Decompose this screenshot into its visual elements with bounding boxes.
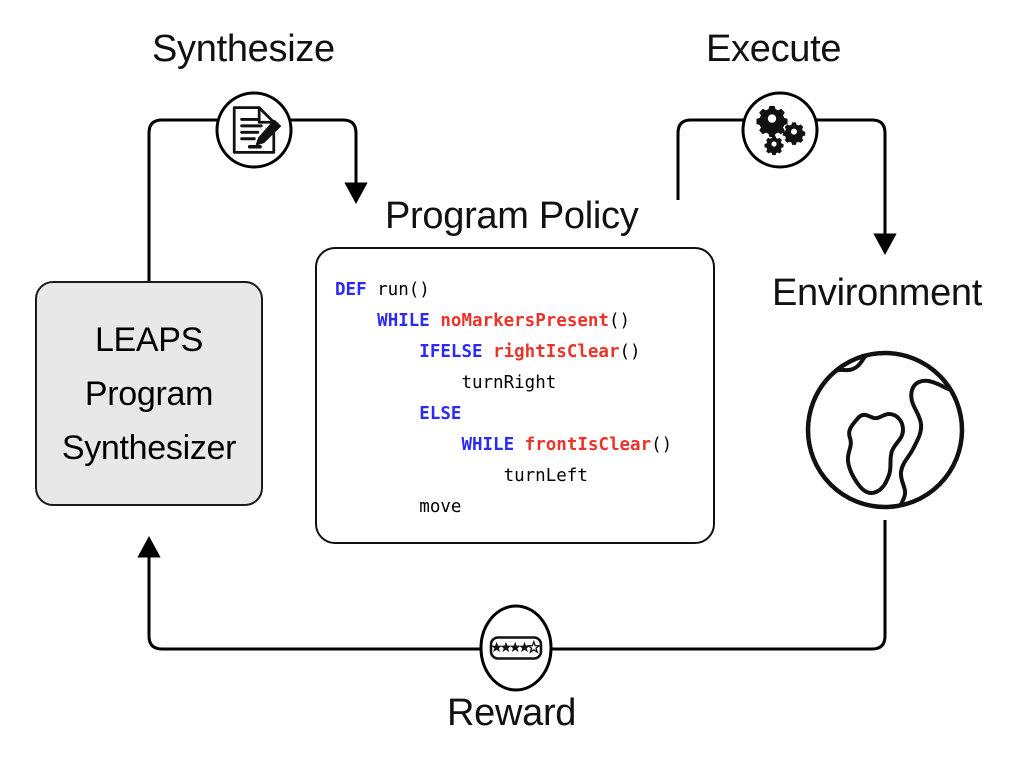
execute-icon-group xyxy=(741,91,819,169)
label-program-policy: Program Policy xyxy=(385,195,639,237)
label-environment: Environment xyxy=(772,272,983,314)
reward-icon-group xyxy=(479,604,553,692)
star-empty xyxy=(526,639,542,654)
star-filled-group xyxy=(491,641,530,653)
code-token-action: turnRight xyxy=(461,373,557,393)
code-token-action: move xyxy=(419,497,462,517)
label-execute: Execute xyxy=(706,28,842,70)
code-token-keyword: WHILE xyxy=(377,311,430,331)
code-indent xyxy=(335,404,419,424)
code-token-keyword: WHILE xyxy=(461,435,515,455)
code-token-action xyxy=(430,311,441,331)
code-line: WHILE frontIsClear() xyxy=(335,430,713,461)
program-policy-code-box: DEF run() WHILE noMarkersPresent() IFELS… xyxy=(315,247,715,544)
code-token-action xyxy=(514,435,525,455)
code-line: IFELSE rightIsClear() xyxy=(335,337,713,368)
code-line: ELSE xyxy=(335,399,713,430)
execute-icon-circle xyxy=(741,91,819,169)
code-indent xyxy=(335,373,461,393)
synthesize-icon-group xyxy=(215,91,293,169)
gears-icon xyxy=(756,105,806,156)
leaps-line-2: Program xyxy=(84,374,214,413)
code-token-keyword: ELSE xyxy=(419,404,462,424)
document-with-pencil-icon xyxy=(232,106,281,154)
code-token-action: () xyxy=(651,435,673,455)
star-rating-icon xyxy=(489,636,543,660)
code-token-keyword: DEF xyxy=(335,280,367,300)
code-indent xyxy=(335,342,419,362)
code-line: turnLeft xyxy=(335,461,713,492)
globe-icon xyxy=(805,350,965,510)
label-synthesize: Synthesize xyxy=(152,28,335,70)
code-indent xyxy=(335,497,419,517)
code-token-predicate: noMarkersPresent xyxy=(440,311,609,331)
leaps-program-synthesizer-box: LEAPS Program Synthesizer xyxy=(35,281,263,506)
synthesize-icon-circle xyxy=(215,91,293,169)
leaps-line-1: LEAPS xyxy=(94,320,204,359)
program-policy-code: DEF run() WHILE noMarkersPresent() IFELS… xyxy=(335,275,713,523)
leaps-line-3: Synthesizer xyxy=(61,428,237,467)
code-token-action: turnLeft xyxy=(503,466,588,486)
code-indent xyxy=(335,311,377,331)
reward-icon-circle xyxy=(479,604,553,692)
code-token-action: () xyxy=(619,342,641,362)
code-token-action: run() xyxy=(366,280,430,300)
code-token-predicate: frontIsClear xyxy=(524,435,652,455)
code-line: WHILE noMarkersPresent() xyxy=(335,306,713,337)
code-indent xyxy=(335,435,461,455)
code-token-action xyxy=(483,342,494,362)
code-line: DEF run() xyxy=(335,275,713,306)
label-reward: Reward xyxy=(447,692,577,734)
code-token-predicate: rightIsClear xyxy=(493,342,620,362)
code-indent xyxy=(335,466,504,486)
code-token-action: () xyxy=(608,311,631,331)
edge-program-policy-to-environment xyxy=(676,118,897,255)
code-line: turnRight xyxy=(335,368,713,399)
code-line: move xyxy=(335,492,713,523)
code-token-keyword: IFELSE xyxy=(419,342,483,362)
